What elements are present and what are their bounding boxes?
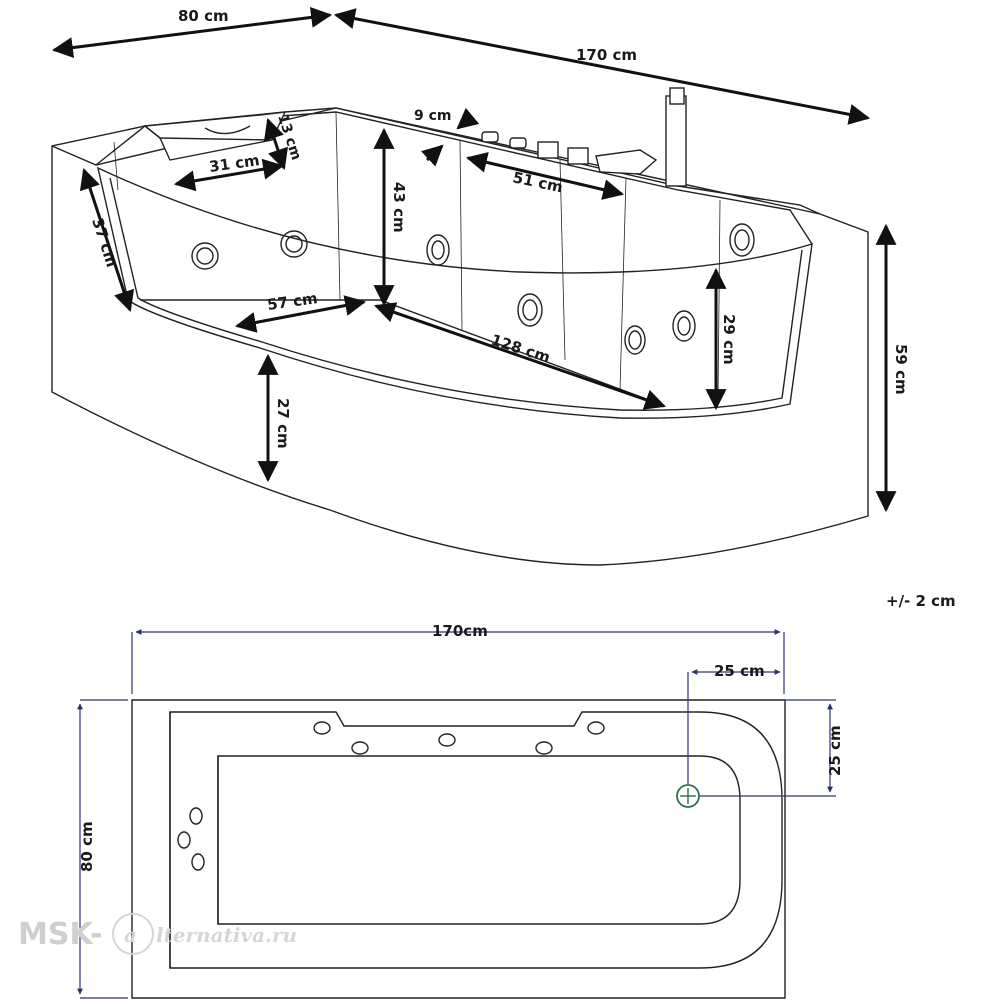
plan-dim-drain-x: 25 cm: [714, 662, 765, 680]
drain-icon: [676, 784, 700, 808]
jet-icon: [734, 229, 750, 251]
plan-dim-length: 170cm: [432, 622, 488, 640]
plan-dimension-lines: [77, 629, 836, 999]
watermark: MSK- a lternativa.ru: [18, 913, 297, 955]
plan-outer: [131, 699, 786, 999]
plan-dimension-labels: 170cm 25 cm 25 cm 80 cm: [78, 622, 844, 872]
watermark-logo-letter: a: [124, 923, 137, 947]
dim-inner-depth: 43 cm: [390, 182, 408, 233]
jet-icon: [438, 733, 456, 747]
jet-icon: [672, 310, 696, 342]
tub-outer-shell: [51, 107, 869, 566]
watermark-logo-icon: [112, 913, 154, 955]
jet-icon: [677, 316, 691, 336]
plan-rim: [169, 711, 783, 969]
jet-icon: [313, 721, 331, 735]
control-panel: [481, 87, 687, 187]
dimension-labels: 80 cm 170 cm 13 cm 31 cm 9 cm 51 cm 43 c…: [88, 7, 910, 449]
tub-perspective-view: [51, 87, 869, 566]
jet-icon: [285, 235, 303, 253]
jet-icon: [517, 293, 543, 327]
jet-icon: [522, 299, 538, 321]
plan-basin: [217, 755, 741, 925]
jet-icon: [177, 831, 191, 849]
jet-icon: [535, 741, 553, 755]
dim-outer-height: 59 cm: [892, 344, 910, 395]
plan-dim-drain-y: 25 cm: [826, 725, 844, 776]
glass-panel: [97, 166, 813, 419]
watermark-tail: lternativa.ru: [156, 923, 297, 947]
jet-icon: [189, 807, 203, 825]
dim-glass-height: 29 cm: [720, 314, 738, 365]
dim-top-length: 170 cm: [576, 46, 637, 64]
dim-front-height: 27 cm: [274, 398, 292, 449]
jet-icon: [426, 234, 450, 266]
tolerance-note: +/- 2 cm: [886, 592, 956, 610]
dim-control-offset: 9 cm: [414, 108, 452, 124]
glass-panel-inner: [109, 177, 803, 411]
headrest-pillow: [143, 111, 287, 161]
dimension-lines: [51, 6, 897, 513]
jet-icon: [280, 230, 308, 258]
jet-icon: [628, 330, 642, 350]
tub-plan-view: [131, 699, 786, 999]
jet-icon: [191, 242, 219, 270]
dim-side-length: 37 cm: [88, 216, 121, 270]
jet-icon: [587, 721, 605, 735]
dim-bottom-length: 128 cm: [489, 331, 553, 367]
dim-bottom-width: 57 cm: [266, 289, 319, 314]
headrest-pillow-top: [144, 125, 273, 141]
dim-top-width: 80 cm: [178, 7, 229, 25]
jet-icon: [729, 223, 755, 257]
plan-dim-width: 80 cm: [78, 821, 96, 872]
jet-icon: [351, 741, 369, 755]
jet-icon: [191, 853, 205, 871]
dim-control-panel: 51 cm: [511, 168, 564, 196]
jet-icon: [196, 247, 214, 265]
jet-icon: [431, 240, 445, 260]
basin-seams: [113, 111, 721, 401]
watermark-brand: MSK-: [18, 917, 103, 952]
tub-inner-rim: [95, 111, 813, 245]
jet-icon: [624, 325, 646, 355]
